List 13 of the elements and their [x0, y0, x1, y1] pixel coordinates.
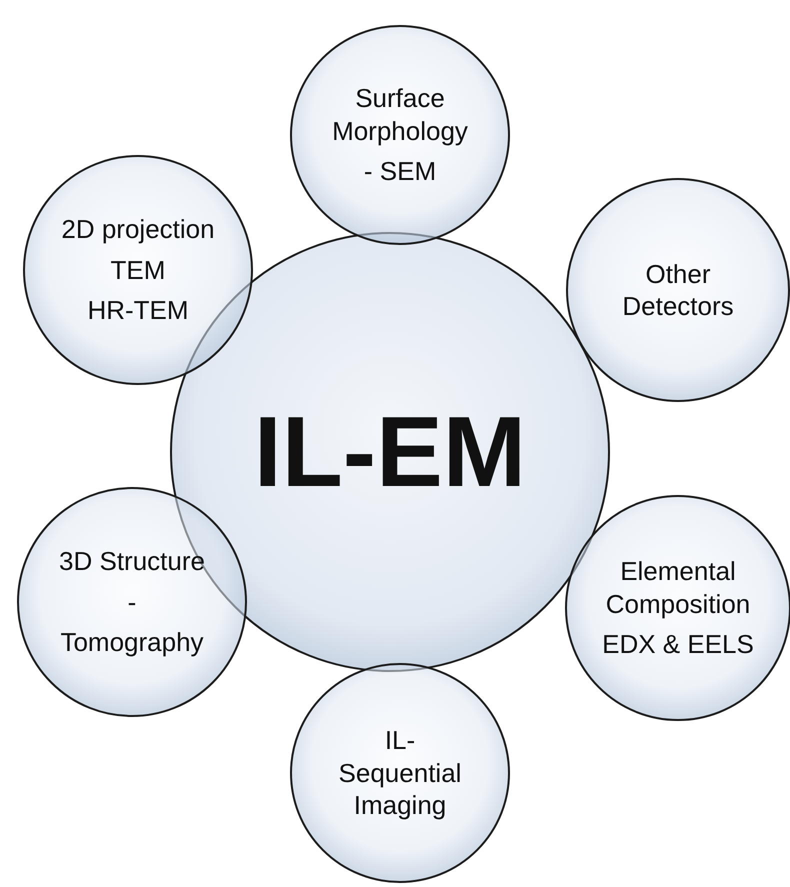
bubble-label: Elemental Composition	[604, 555, 752, 620]
bubble-label: Other Detectors	[621, 258, 735, 322]
bubble-label: EDX & EELS	[602, 628, 754, 661]
bubble-label: IL- Sequential Imaging	[338, 724, 462, 822]
bubble-label: 2D projection	[61, 213, 215, 246]
bubble-label: -	[128, 586, 136, 618]
bubble-label: TEM	[110, 254, 166, 286]
bubble-label: - SEM	[364, 155, 436, 188]
bubble-label: Tomography	[60, 626, 204, 659]
bubble-label: HR-TEM	[87, 294, 189, 327]
title-text: IL-EM	[254, 394, 526, 510]
bubble-label: 3D Structure	[59, 545, 205, 578]
bubble-label: Surface Morphology	[331, 82, 469, 148]
